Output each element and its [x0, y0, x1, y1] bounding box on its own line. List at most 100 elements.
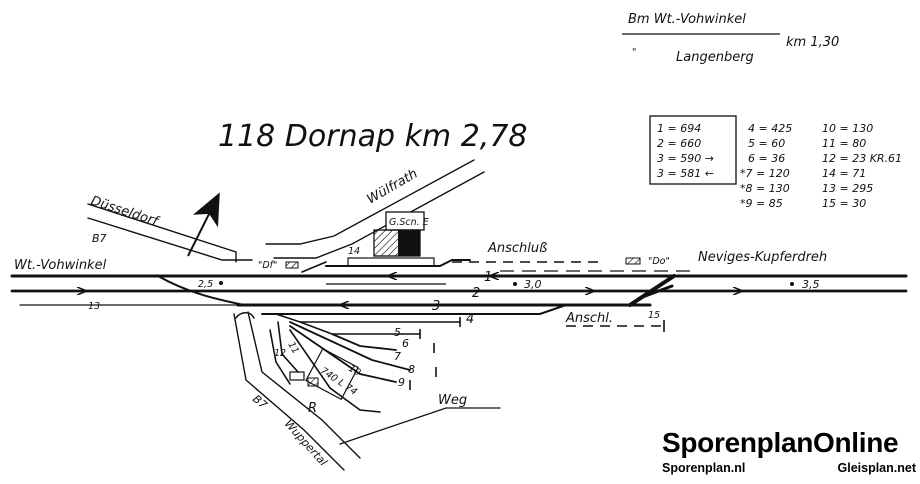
siding-7: [331, 333, 397, 351]
roads: [87, 159, 501, 471]
track-number-8: 8: [408, 363, 415, 376]
track-numbers: 1 2 3 4 5 6 7 8 9 10 11 12 13 14 15: [88, 246, 660, 389]
track-number-13: 13: [88, 301, 100, 312]
track-number-3: 3: [432, 299, 440, 314]
station-building-solid: [398, 230, 420, 256]
km-marks: 2,5 3,0 3,5: [198, 278, 820, 291]
brand-link-gleisplan[interactable]: Gleisplan.net: [837, 461, 917, 475]
signal-box-label: G.Scn. E: [389, 217, 429, 228]
label-b7-upper: B7: [92, 232, 107, 245]
track-number-11: 11: [285, 340, 301, 356]
length-entry: 6 = 36: [748, 152, 785, 165]
track-number-9: 9: [398, 376, 405, 389]
road-duesseldorf: [87, 203, 237, 263]
road-duesseldorf-edge: [87, 217, 253, 261]
length-entry: 15 = 30: [822, 197, 866, 210]
label-wuppertal: Wuppertal: [282, 417, 330, 468]
road-wuppertal-edge: [233, 313, 345, 471]
track-number-14: 14: [348, 246, 360, 257]
length-entry: 3 = 590 →: [657, 152, 714, 165]
lengths-box: [649, 115, 737, 185]
label-anschl: Anschl.: [565, 311, 613, 326]
track-number-10: 10: [347, 363, 363, 379]
route-line-vohwinkel: Bm Wt.-Vohwinkel: [628, 12, 746, 27]
km-3-5: 3,5: [802, 278, 820, 291]
label-wt-vohwinkel: Wt.-Vohwinkel: [14, 258, 107, 273]
track-number-1: 1: [484, 270, 492, 285]
length-entry: 4 = 425: [748, 122, 792, 135]
misc-labels: G.Scn. E Anschluß Anschl. "Df" "Do" R 74…: [258, 217, 670, 416]
do-signal-box: [625, 257, 641, 265]
length-entry: 2 = 660: [657, 137, 701, 150]
length-entry: 5 = 60: [748, 137, 785, 150]
length-entry: 11 = 80: [822, 137, 866, 150]
label-weg: Weg: [438, 393, 467, 408]
track-number-12: 12: [274, 348, 286, 359]
label-df: "Df": [258, 260, 277, 271]
length-entry: 3 = 581 ←: [657, 167, 714, 180]
track-number-15: 15: [648, 310, 660, 321]
track-number-2: 2: [472, 286, 480, 301]
ditto-mark: ": [632, 47, 636, 58]
road-weg: [339, 407, 501, 445]
length-entry: 13 = 295: [822, 182, 873, 195]
branding-block: SporenplanOnline Sporenplan.nl Gleisplan…: [662, 427, 916, 476]
label-b7-lower: B7: [250, 392, 269, 411]
label-wuelfrath: Wülfrath: [365, 167, 421, 208]
brand-link-sporenplan[interactable]: Sporenplan.nl: [662, 461, 746, 475]
length-entry: 14 = 71: [822, 167, 866, 180]
route-line-langenberg: Langenberg: [676, 50, 754, 65]
km-3-0: 3,0: [524, 278, 542, 291]
loading-platform: [347, 257, 435, 267]
siding-9: [289, 325, 397, 383]
track-lengths-table: 1 = 694 2 = 660 3 = 590 → 3 = 581 ← 4 = …: [649, 115, 902, 210]
ramp-block: [289, 371, 305, 381]
buildings: [285, 211, 641, 269]
track-number-4: 4: [466, 312, 474, 327]
km-2-5: 2,5: [198, 279, 213, 290]
siding-12: [269, 329, 291, 385]
df-signal-box: [285, 261, 299, 269]
siding-10: [289, 329, 381, 413]
label-neviges-kupferdreh: Neviges-Kupferdreh: [698, 250, 827, 265]
siding-8: [289, 321, 411, 371]
siding-5: [275, 313, 461, 323]
crossover-east-2: [638, 284, 674, 300]
road-overpass: [235, 312, 255, 319]
siding-14-lead: [301, 261, 327, 273]
track-number-7: 7: [394, 350, 401, 363]
north-arrow: [187, 192, 220, 257]
km-dot: [790, 282, 794, 286]
length-entry: *7 = 120: [740, 167, 790, 180]
route-km: km 1,30: [786, 35, 839, 50]
length-entry: 10 = 130: [822, 122, 873, 135]
station-title: 118 Dornap km 2,78: [218, 119, 528, 154]
brand-site-name: SporenplanOnline: [662, 427, 899, 458]
track-number-6: 6: [402, 337, 409, 350]
brand-links: Sporenplan.nl Gleisplan.net: [662, 461, 916, 475]
road-wuppertal: [247, 311, 361, 459]
length-entry: *9 = 85: [740, 197, 783, 210]
sidings: [269, 257, 690, 413]
track-4: [261, 304, 567, 315]
curve-west: [157, 275, 245, 306]
goods-shed: [305, 347, 359, 401]
road-wuelfrath: [265, 159, 475, 245]
km-dot: [219, 281, 223, 285]
route-header: Bm Wt.-Vohwinkel " Langenberg km 1,30: [622, 12, 839, 65]
siding-6: [299, 321, 421, 335]
road-wuelfrath-edge: [273, 171, 485, 259]
length-entry: 12 = 23 KR.61: [822, 152, 902, 165]
track-number-5: 5: [394, 326, 401, 339]
siding-11: [277, 321, 299, 373]
label-anschluss: Anschluß: [487, 241, 547, 256]
ramp-block-hatched: [307, 377, 319, 387]
km-dot: [513, 282, 517, 286]
crossover-east: [628, 274, 676, 307]
main-tracks: [10, 274, 908, 315]
label-duesseldorf: Düsseldorf: [89, 194, 162, 231]
length-entry: 1 = 694: [657, 122, 701, 135]
label-do: "Do": [648, 256, 670, 267]
length-entry: *8 = 130: [740, 182, 790, 195]
